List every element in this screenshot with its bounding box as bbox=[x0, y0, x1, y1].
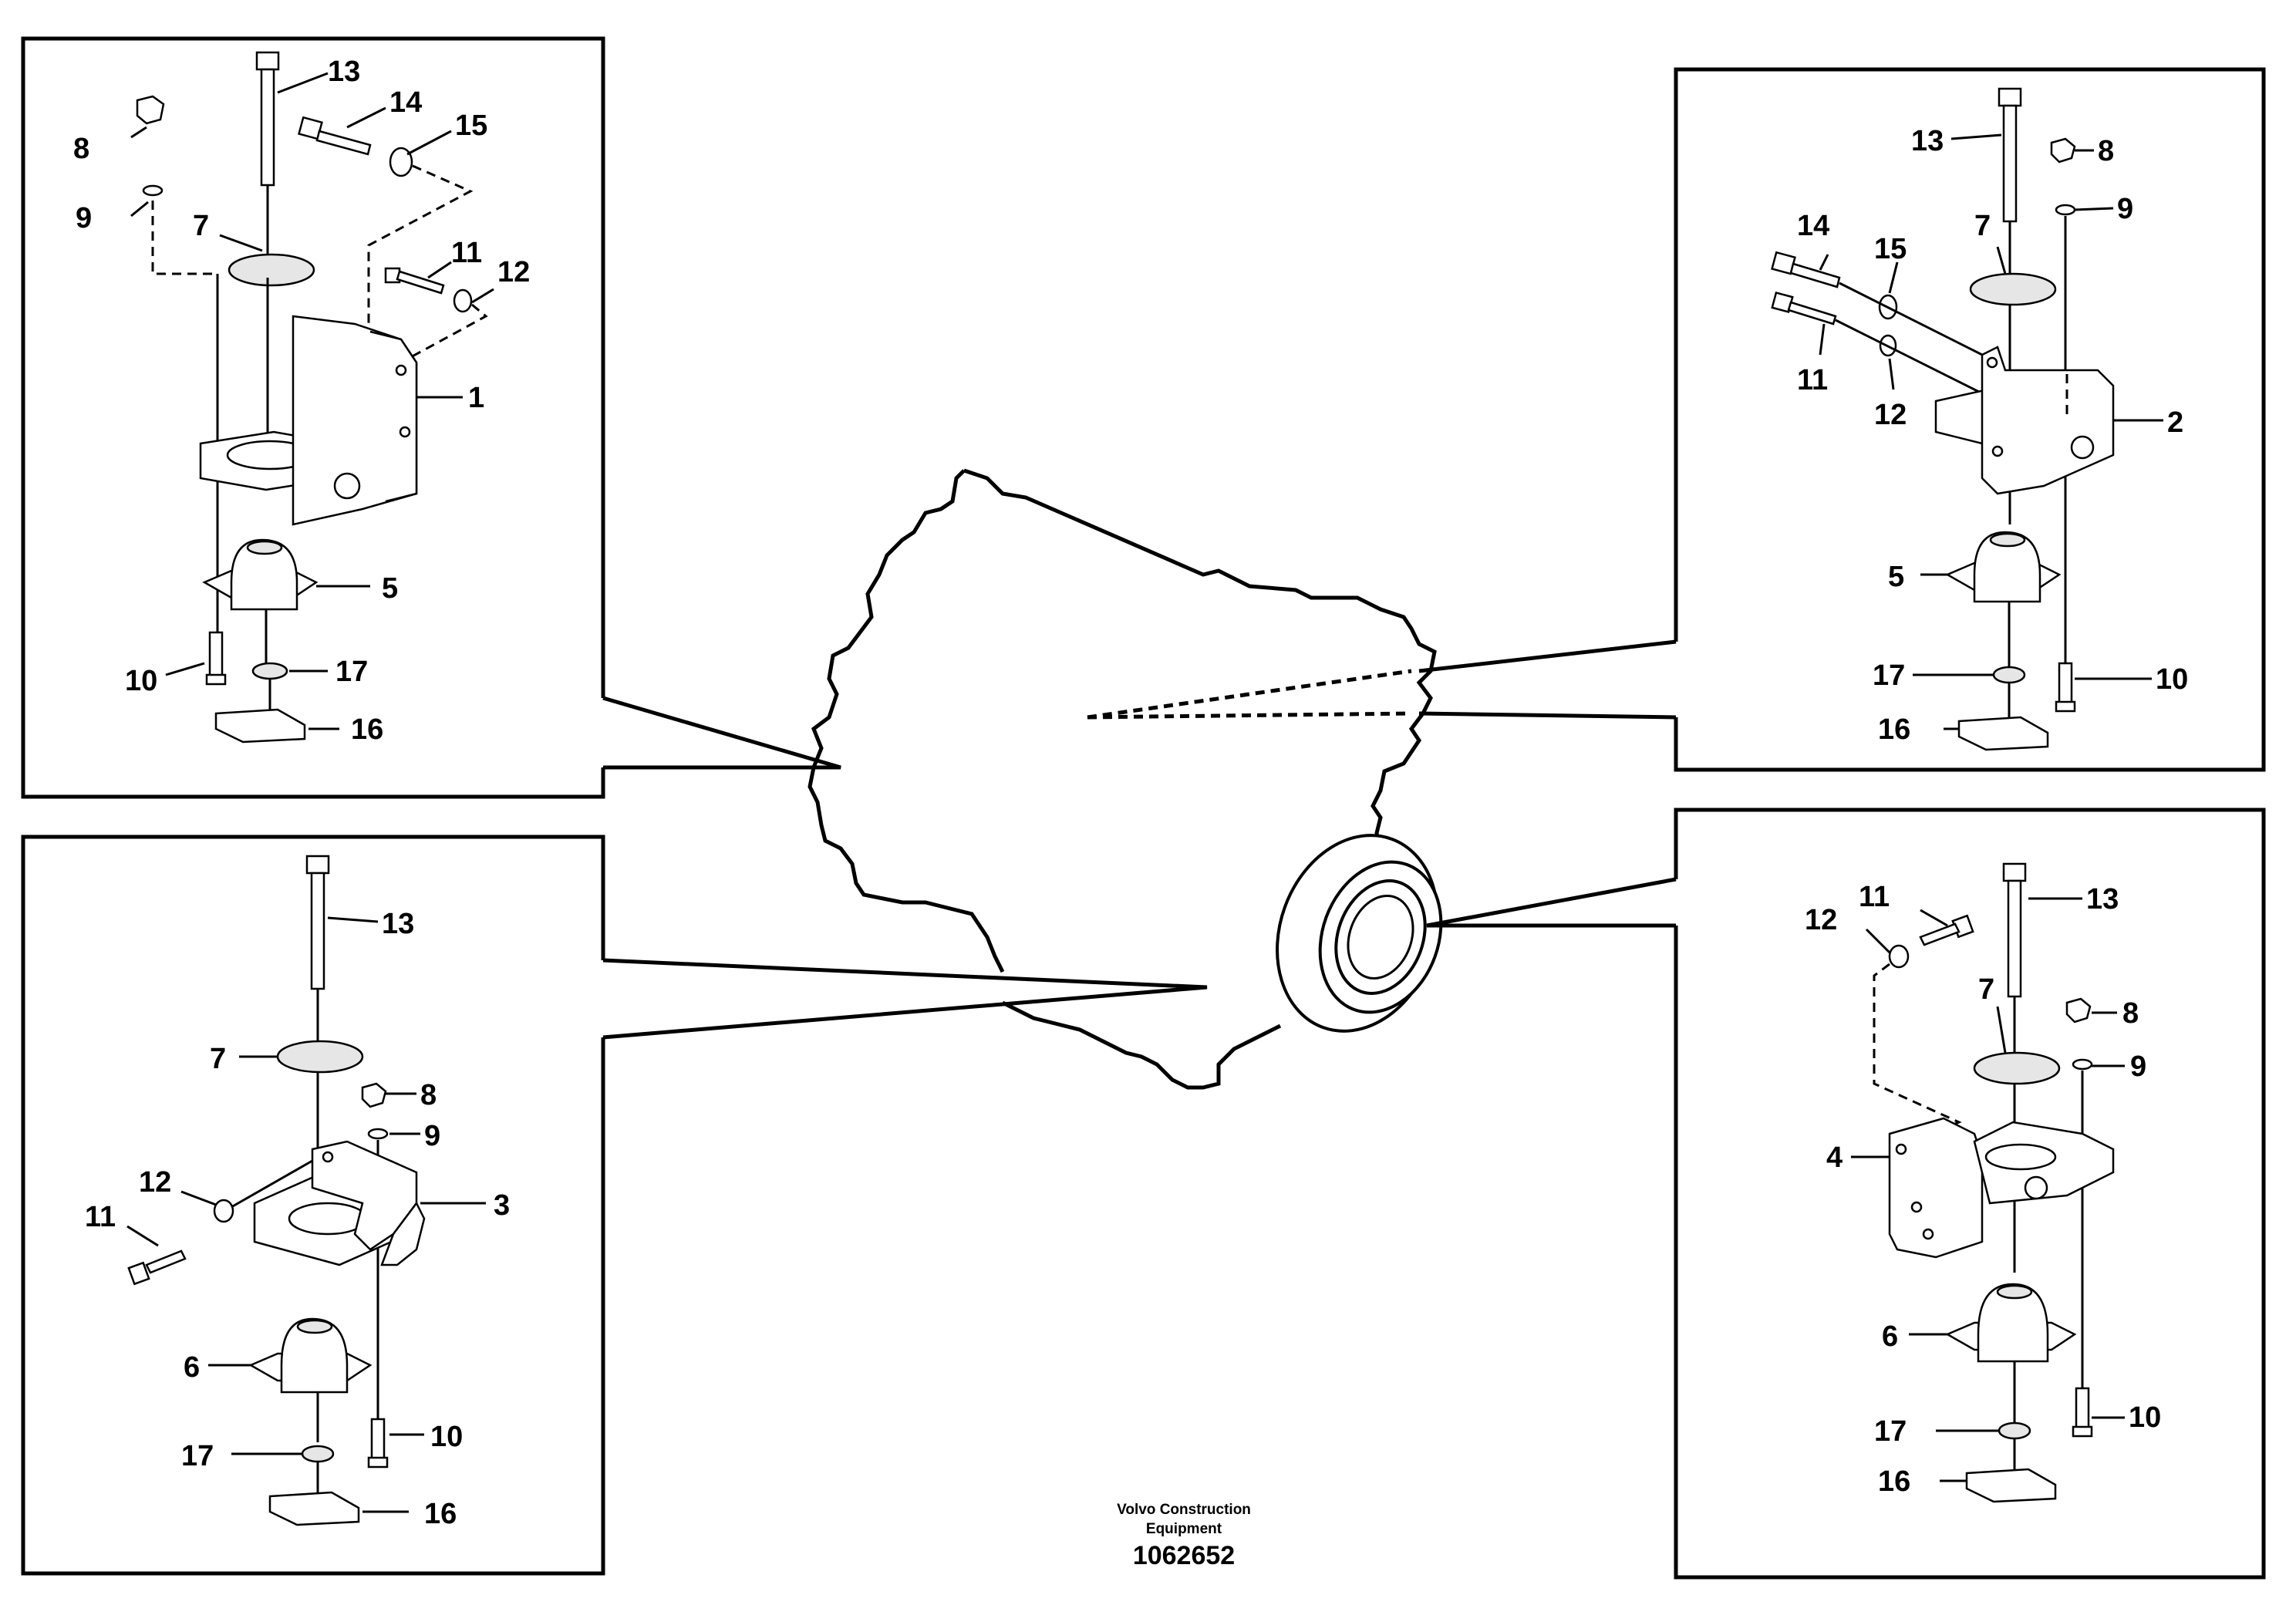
panel-top-right-frame bbox=[1674, 67, 2266, 772]
label-13: 13 bbox=[328, 56, 360, 88]
label-2: 2 bbox=[2167, 406, 2183, 439]
label-11: 11 bbox=[1859, 881, 1890, 913]
company-name-line2: Equipment bbox=[1146, 1521, 1222, 1537]
label-4: 4 bbox=[1826, 1141, 1843, 1174]
label-12: 12 bbox=[139, 1166, 171, 1199]
label-7: 7 bbox=[193, 210, 209, 242]
label-12: 12 bbox=[1805, 904, 1837, 936]
label-10: 10 bbox=[2129, 1401, 2161, 1434]
label-10: 10 bbox=[125, 665, 157, 697]
label-14: 14 bbox=[1797, 210, 1829, 242]
label-12: 12 bbox=[1874, 399, 1907, 431]
label-13: 13 bbox=[2086, 883, 2119, 916]
label-9: 9 bbox=[2130, 1050, 2146, 1083]
transmission-outline bbox=[807, 468, 1443, 1090]
label-5: 5 bbox=[382, 572, 398, 605]
label-9: 9 bbox=[424, 1120, 440, 1152]
company-name-line1: Volvo Construction bbox=[1117, 1502, 1251, 1518]
label-15: 15 bbox=[455, 110, 487, 142]
drawing-number: 1062652 bbox=[1133, 1541, 1235, 1570]
label-8: 8 bbox=[2122, 997, 2139, 1030]
label-9: 9 bbox=[2117, 193, 2133, 225]
label-17: 17 bbox=[1874, 1415, 1907, 1448]
label-13: 13 bbox=[1911, 125, 1944, 157]
label-8: 8 bbox=[73, 133, 89, 165]
label-12: 12 bbox=[497, 256, 530, 288]
label-14: 14 bbox=[389, 86, 422, 119]
panel-bottom-right: 11 13 12 7 8 9 4 6 17 10 16 bbox=[1805, 862, 2161, 1503]
label-3: 3 bbox=[494, 1189, 510, 1222]
label-8: 8 bbox=[2098, 135, 2114, 167]
panel-bottom-left: 13 7 8 9 12 11 3 6 17 10 16 bbox=[85, 855, 510, 1530]
label-8: 8 bbox=[420, 1079, 437, 1111]
label-13: 13 bbox=[382, 908, 414, 940]
label-9: 9 bbox=[76, 202, 92, 234]
label-16: 16 bbox=[1878, 1465, 1910, 1498]
label-15: 15 bbox=[1874, 233, 1907, 265]
label-11: 11 bbox=[85, 1201, 116, 1233]
label-16: 16 bbox=[1878, 713, 1910, 746]
label-17: 17 bbox=[181, 1440, 214, 1472]
label-6: 6 bbox=[1882, 1320, 1898, 1353]
panel-bottom-right-frame bbox=[1674, 808, 2266, 1580]
label-17: 17 bbox=[335, 656, 368, 688]
callout-connectors bbox=[602, 639, 1677, 1040]
label-1: 1 bbox=[468, 382, 484, 414]
label-7: 7 bbox=[1974, 210, 1991, 242]
panel-bottom-left-frame bbox=[21, 835, 605, 1576]
footer-caption: Volvo Construction Equipment 1062652 bbox=[1117, 1502, 1251, 1570]
label-16: 16 bbox=[351, 713, 383, 746]
label-16: 16 bbox=[424, 1498, 457, 1530]
panel-top-left-frame bbox=[21, 36, 605, 799]
label-6: 6 bbox=[184, 1351, 200, 1384]
label-11: 11 bbox=[1797, 364, 1828, 396]
label-17: 17 bbox=[1873, 659, 1905, 692]
label-7: 7 bbox=[1978, 973, 1994, 1006]
label-11: 11 bbox=[451, 237, 482, 269]
label-10: 10 bbox=[2156, 663, 2188, 696]
label-10: 10 bbox=[430, 1421, 463, 1453]
label-5: 5 bbox=[1888, 561, 1904, 593]
panel-top-right: 13 8 9 7 14 15 11 12 2 5 17 10 16 bbox=[1771, 87, 2188, 751]
panel-top-left: 13 14 15 8 9 7 11 12 1 5 10 17 16 bbox=[73, 51, 530, 746]
label-7: 7 bbox=[210, 1043, 226, 1075]
